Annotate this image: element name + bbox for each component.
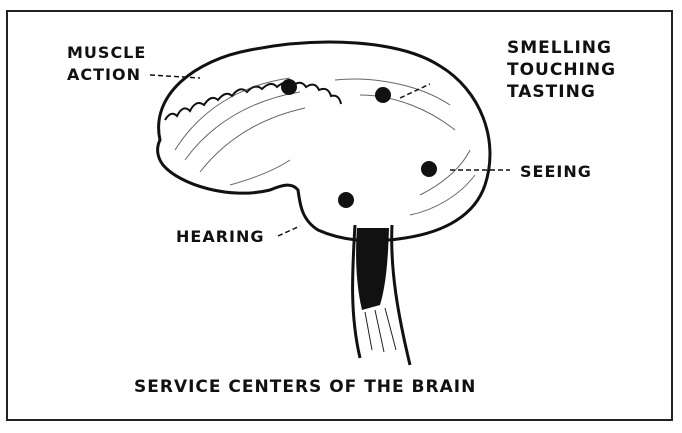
label-touching: TOUCHING bbox=[507, 60, 616, 80]
label-tasting: TASTING bbox=[507, 82, 596, 102]
sensory-center-dot bbox=[375, 87, 391, 103]
brain-stem-hatching bbox=[365, 308, 396, 352]
brain-stem-fill bbox=[356, 228, 389, 310]
muscle-action-center-dot bbox=[281, 79, 297, 95]
seeing-center-dot bbox=[421, 161, 437, 177]
hearing-leader bbox=[278, 226, 300, 236]
hearing-center-dot bbox=[338, 192, 354, 208]
brain-outline bbox=[158, 42, 490, 241]
diagram-caption: SERVICE CENTERS OF THE BRAIN bbox=[134, 377, 476, 397]
label-hearing: HEARING bbox=[176, 227, 265, 246]
label-seeing: SEEING bbox=[520, 162, 592, 181]
label-muscle-line1: MUSCLE bbox=[67, 43, 146, 62]
label-smelling: SMELLING bbox=[507, 38, 612, 58]
label-muscle-line2: ACTION bbox=[67, 65, 141, 84]
